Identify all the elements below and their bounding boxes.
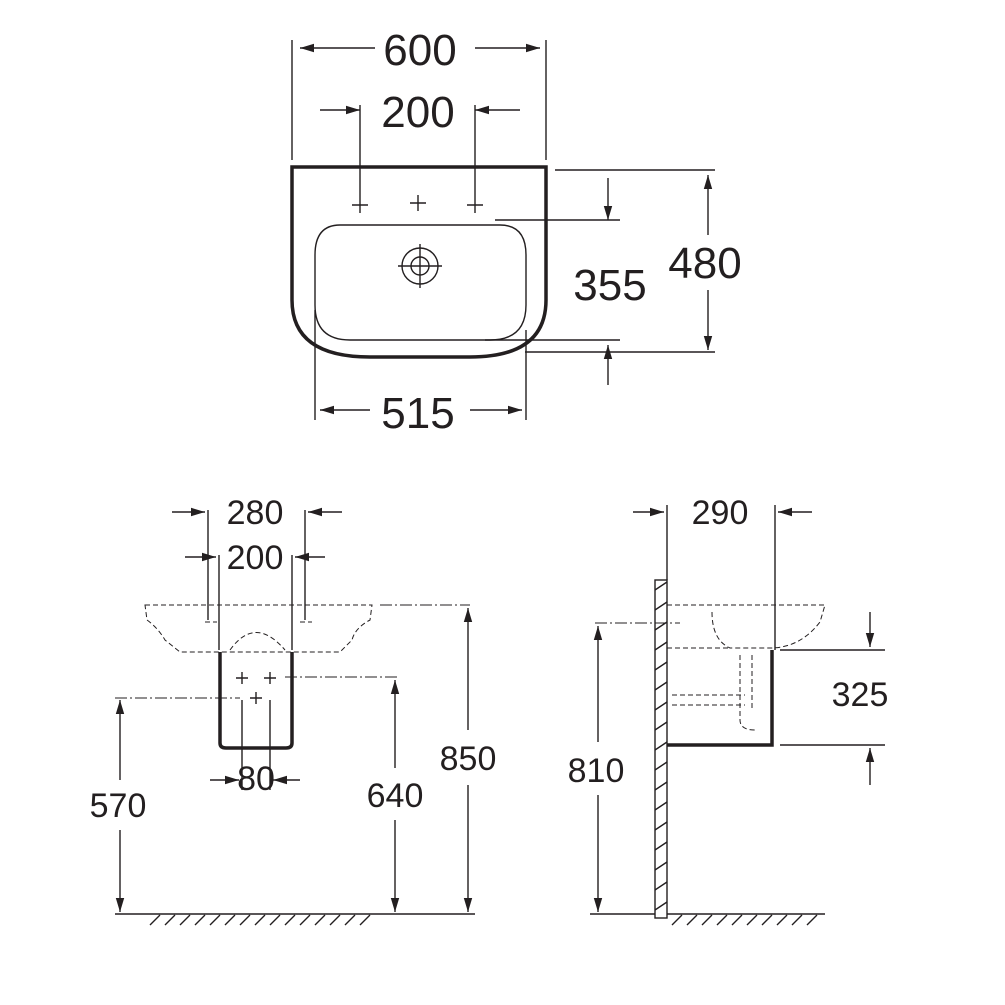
pedestal-side xyxy=(667,650,774,747)
basin-side-outline xyxy=(667,604,826,649)
dim-pedestal-width: 280 xyxy=(227,494,284,532)
dim-overall-depth: 480 xyxy=(668,239,741,288)
dim-pipe-height: 570 xyxy=(90,787,147,825)
dim-tap-spacing: 200 xyxy=(381,88,454,137)
dim-waste-spacing: 80 xyxy=(237,760,275,798)
top-view: 600 200 355 480 515 xyxy=(290,26,742,438)
basin-front-outline xyxy=(144,604,373,653)
dim-bottom-width: 515 xyxy=(381,389,454,438)
side-view: 290 325 810 xyxy=(568,494,889,926)
drain-icon xyxy=(398,244,442,288)
front-view: 280 200 80 570 640 850 xyxy=(90,494,497,926)
dim-rim-height: 850 xyxy=(440,740,497,778)
waste-markers xyxy=(236,672,276,704)
wall xyxy=(654,579,668,919)
dim-pedestal-height: 325 xyxy=(832,676,889,714)
dim-overall-width: 600 xyxy=(383,26,456,75)
basin-outline xyxy=(290,165,548,359)
dim-front-tap-spacing: 200 xyxy=(227,539,284,577)
dim-pedestal-bottom-height: 640 xyxy=(367,777,424,815)
pedestal-front xyxy=(218,652,294,750)
dim-projection: 290 xyxy=(692,494,749,532)
tap-hole-markers xyxy=(352,195,483,213)
dim-basin-depth: 355 xyxy=(573,261,646,310)
dim-fixing-height: 810 xyxy=(568,752,625,790)
